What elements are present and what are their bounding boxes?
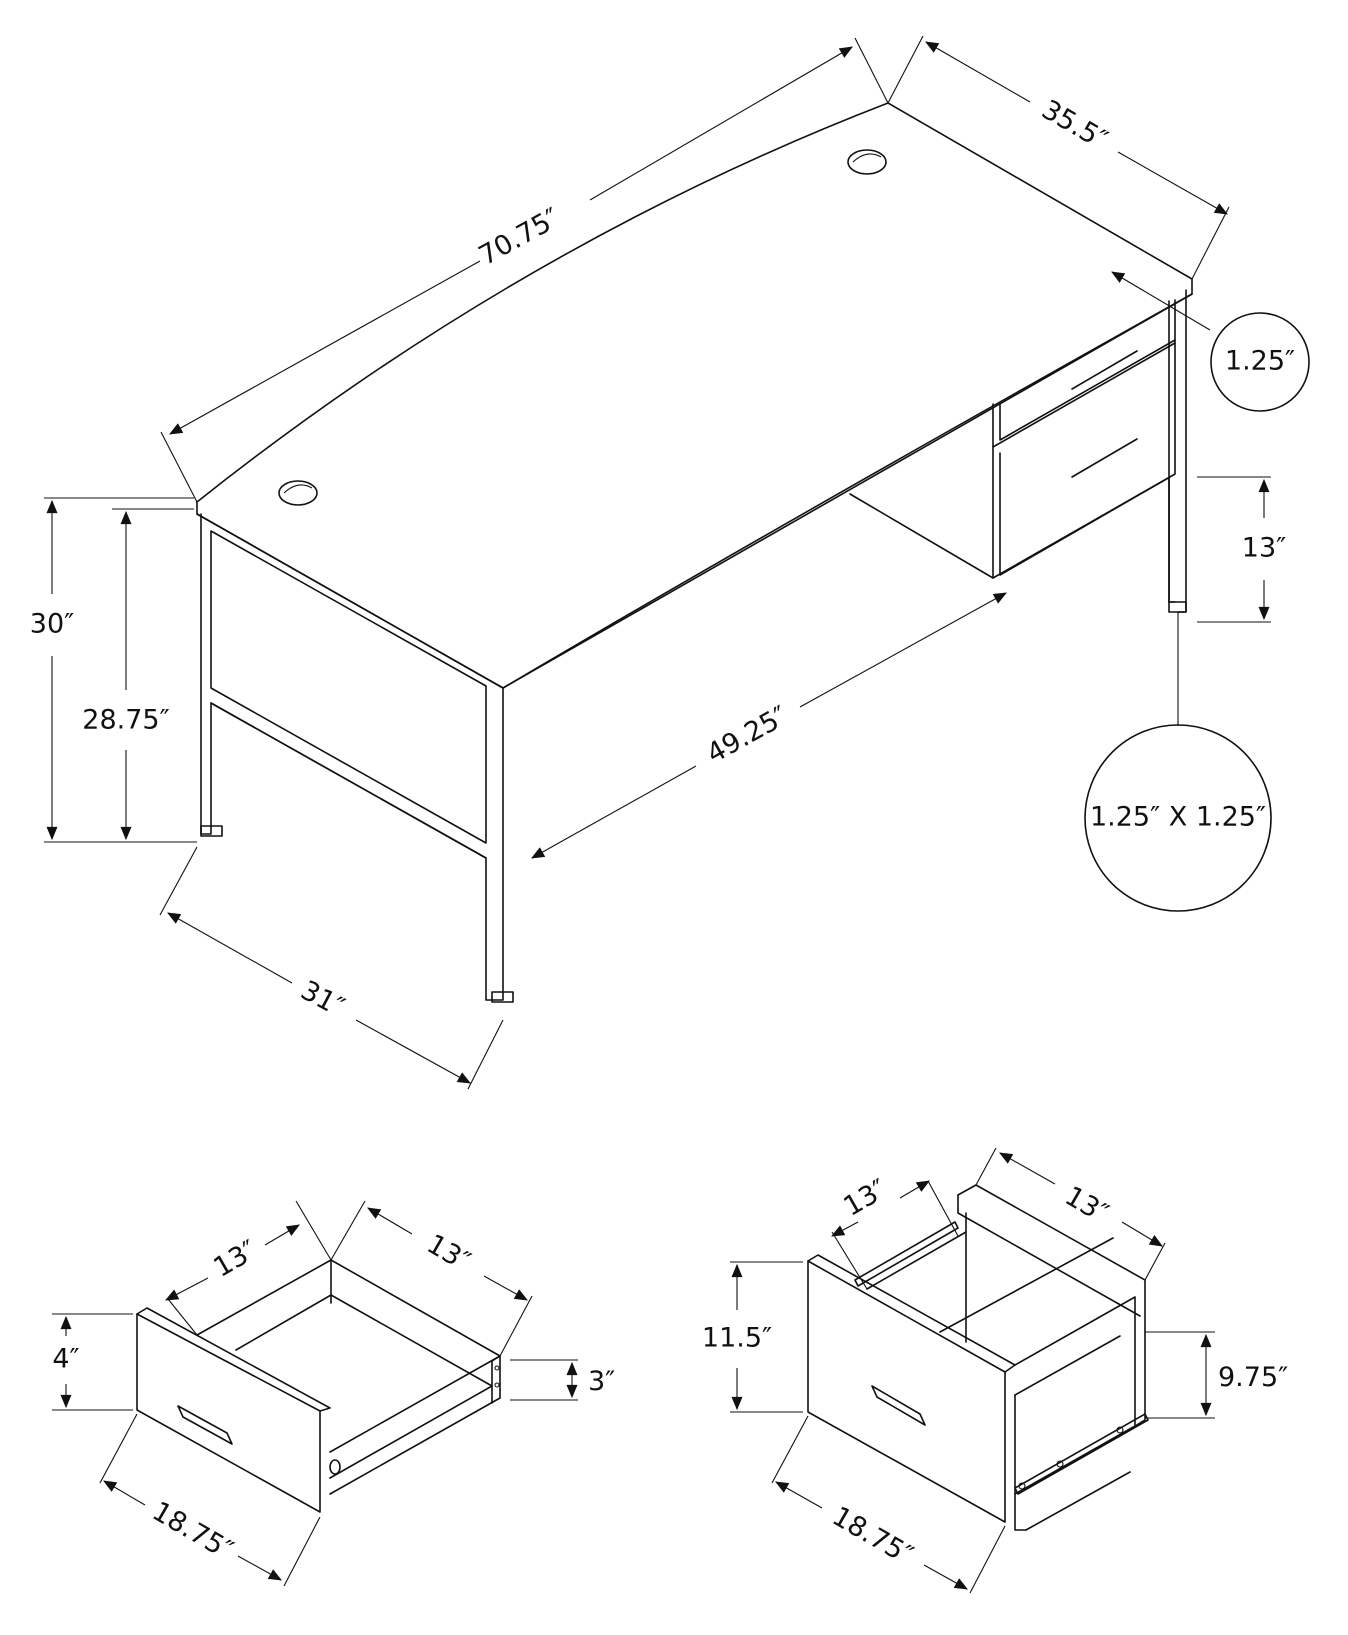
label-knee-height: 28.75″	[82, 705, 169, 736]
label-desk-depth: 35.5″	[1036, 94, 1112, 156]
label-leg-span: 49.25″	[702, 700, 793, 769]
label-file-inner-width: 13″	[839, 1174, 893, 1223]
grommet-left	[278, 480, 318, 506]
desk-top	[196, 102, 1193, 689]
small-drawer-drawing: 13″ 13″ 4″ 3″	[52, 1200, 615, 1587]
dim-small-front-width: 18.75″	[99, 1413, 321, 1587]
dim-leg-span: 49.25″	[531, 592, 1007, 859]
dim-depth: 35.5″	[887, 36, 1229, 280]
label-small-inner-depth: 13″	[422, 1229, 476, 1278]
label-small-front-height: 4″	[52, 1344, 79, 1375]
dim-width: 70.75″	[161, 38, 889, 503]
label-file-box-height: 9.75″	[1218, 1362, 1288, 1393]
dim-top-thickness: 1.25″	[1111, 271, 1310, 412]
left-frame	[200, 513, 514, 1003]
desk-drawing: 70.75″ 35.5″ 1.25″ 13″	[30, 36, 1310, 1090]
dim-small-depth: 13″	[330, 1200, 533, 1357]
dim-heights: 30″ 28.75″	[30, 497, 197, 843]
label-leg-profile: 1.25″ X 1.25″	[1090, 802, 1266, 833]
label-file-front-height: 11.5″	[702, 1323, 772, 1354]
file-drawer-front	[807, 1260, 1006, 1523]
dim-small-box-height: 3″	[510, 1359, 615, 1401]
label-small-box-height: 3″	[588, 1366, 615, 1397]
label-pedestal-clearance: 13″	[1242, 533, 1286, 564]
dim-file-front-height: 11.5″	[702, 1261, 803, 1413]
dim-file-front-width: 18.75″	[771, 1415, 1006, 1594]
label-file-front-width: 18.75″	[827, 1501, 918, 1572]
dim-file-box-height: 9.75″	[1145, 1331, 1288, 1419]
label-small-inner-width: 13″	[209, 1235, 263, 1284]
dim-leg-profile: 1.25″ X 1.25″	[1084, 612, 1272, 912]
label-small-front-width: 18.75″	[147, 1496, 238, 1567]
label-side-depth: 31″	[296, 975, 350, 1023]
callout-circle-top	[1210, 312, 1310, 412]
callout-circle-leg	[1084, 724, 1272, 912]
dim-pedestal-clearance: 13″	[1197, 476, 1286, 623]
file-drawer-drawing: 13″ 13″ 11.5″ 9.75″	[702, 1147, 1288, 1594]
small-drawer-handle	[177, 1405, 233, 1445]
file-drawer-handle	[871, 1385, 926, 1426]
dim-side-depth: 31″	[159, 846, 504, 1090]
label-top-thickness: 1.25″	[1225, 346, 1295, 377]
pedestal	[849, 289, 1187, 613]
dim-small-width: 13″	[165, 1200, 332, 1336]
label-file-inner-depth: 13″	[1060, 1181, 1114, 1230]
small-drawer-front	[136, 1313, 321, 1513]
desk-top-back-edge	[502, 293, 1193, 689]
desk-top-edge	[196, 513, 504, 689]
dim-small-front-height: 4″	[52, 1313, 133, 1411]
label-desk-height: 30″	[30, 609, 74, 640]
